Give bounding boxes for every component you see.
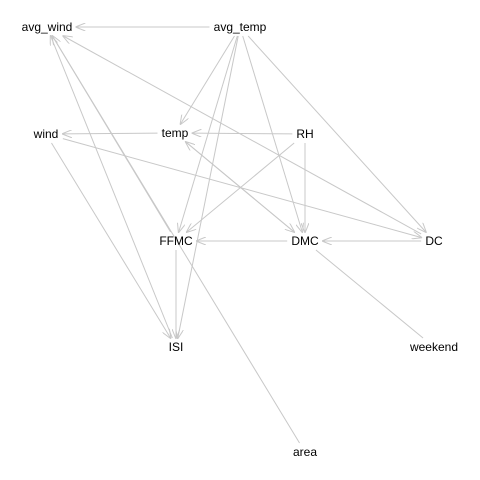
edge-area-avg_wind [52,35,300,444]
node-temp: temp [162,126,189,140]
edge-temp-wind [63,133,158,134]
edge-DMC-weekend [315,249,424,339]
node-DC: DC [425,234,443,248]
edge-avg_temp-DC [247,35,426,232]
edge-ISI-avg_wind [51,36,173,339]
node-avg_temp: avg_temp [214,20,267,34]
edge-DC-avg_wind [63,36,422,235]
node-RH: RH [296,127,313,141]
edge-avg_temp-FFMC [179,35,238,232]
nodes-layer: avg_wind avg_temp wind temp RH FFMC DMC … [22,20,458,459]
edge-avg_temp-temp [181,35,235,124]
node-avg_wind: avg_wind [22,20,73,34]
node-DMC: DMC [291,234,319,248]
node-weekend: weekend [409,340,458,354]
edge-wind-ISI [51,142,170,338]
node-ISI: ISI [169,340,184,354]
edges-layer [51,27,426,444]
edge-RH-temp [193,133,293,134]
edge-wind-DC [62,138,421,238]
node-wind: wind [33,127,59,141]
edge-avg_temp-ISI [178,35,239,338]
node-area: area [293,445,317,459]
node-FFMC: FFMC [159,234,193,248]
